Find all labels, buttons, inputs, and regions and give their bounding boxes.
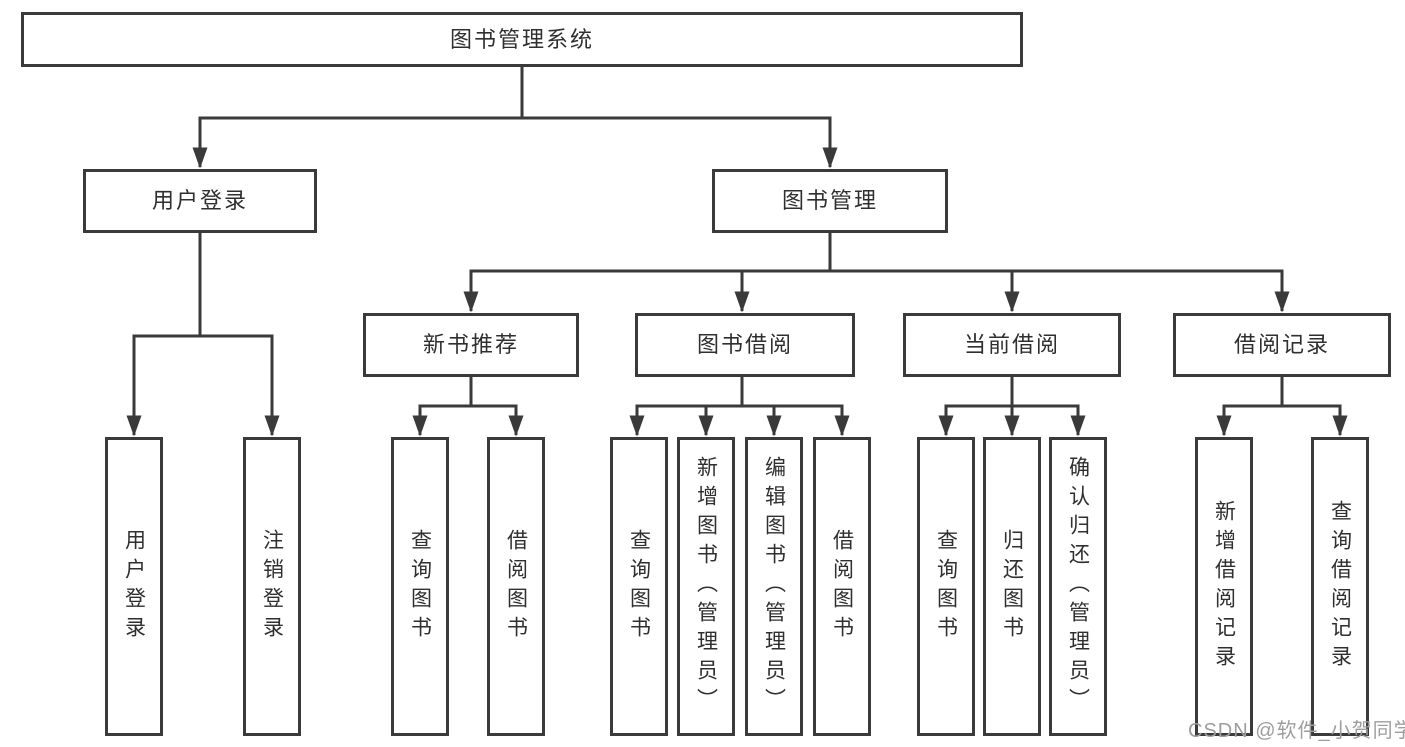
- node-current-borrow: 当前借阅: [903, 313, 1121, 377]
- csdn-watermark: CSDN @软件_小贺同学: [1188, 720, 1405, 742]
- leaf-user-login: 用户登录: [105, 437, 163, 736]
- leaf-borrow-books-recommend: 借阅图书: [487, 437, 545, 736]
- leaf-logout: 注销登录: [243, 437, 301, 736]
- leaf-query-borrow-record: 查询借阅记录: [1311, 437, 1369, 736]
- node-book-management: 图书管理: [712, 169, 948, 233]
- leaf-query-books-current: 查询图书: [917, 437, 975, 736]
- node-new-book-recommend: 新书推荐: [363, 313, 579, 377]
- node-borrow-records: 借阅记录: [1173, 313, 1391, 377]
- node-library-management-system: 图书管理系统: [21, 12, 1023, 67]
- leaf-query-books-borrow: 查询图书: [610, 437, 668, 736]
- node-user-login: 用户登录: [83, 169, 317, 233]
- leaf-add-borrow-record: 新增借阅记录: [1195, 437, 1253, 736]
- leaf-query-books-recommend: 查询图书: [391, 437, 449, 736]
- leaf-edit-book-admin: 编辑图书（管理员）: [745, 437, 803, 736]
- leaf-return-book: 归还图书: [983, 437, 1041, 736]
- node-book-borrow: 图书借阅: [635, 313, 855, 377]
- leaf-add-book-admin: 新增图书（管理员）: [677, 437, 735, 736]
- leaf-confirm-return-admin: 确认归还（管理员）: [1049, 437, 1107, 736]
- leaf-borrow-books-borrow: 借阅图书: [813, 437, 871, 736]
